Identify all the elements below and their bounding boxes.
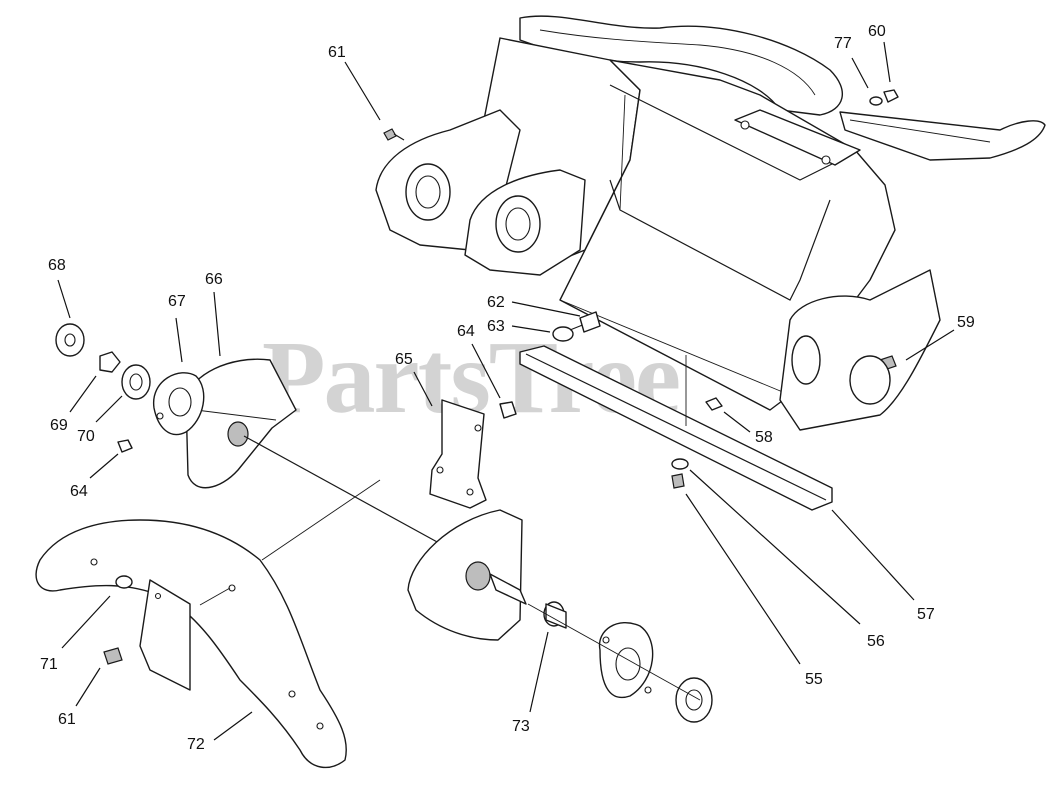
auger-housing [459,15,1046,431]
callout-59: 59 [905,314,975,361]
impeller-blade-72 [35,519,347,769]
callout-label: 60 [868,23,886,40]
callout-label: 66 [205,271,223,288]
callout-68: 68 [48,257,71,319]
washer-68 [55,323,85,357]
carriage-bolt-63 [552,311,601,342]
auger-shaft [243,435,471,561]
nut-69 [99,351,121,373]
callout-61-top: 61 [328,44,381,121]
callout-61-bottom: 61 [58,667,101,728]
bearing-ring-right [675,677,713,723]
callout-62: 62 [487,294,581,317]
callout-label: 64 [70,483,88,500]
callout-56: 56 [689,469,885,650]
callout-label: 58 [755,429,773,446]
callout-63: 63 [487,318,551,335]
callout-label: 61 [58,711,76,728]
leader-shaft-right [527,603,701,701]
callout-label: 65 [395,351,413,368]
nut-64-left [117,439,133,453]
callout-67: 67 [168,293,186,363]
washer-56 [671,458,689,470]
auger-bearing-left [185,358,297,489]
flange-plate-right [598,621,654,699]
flange-bearing-67 [153,372,205,436]
bracket-71 [115,575,191,691]
callout-label: 61 [328,44,346,61]
scraper-bar-57 [519,345,833,511]
screw-55 [671,473,685,489]
callout-label: 70 [77,428,95,445]
callout-label: 57 [917,606,935,623]
side-plate-inner [464,169,586,276]
callout-69: 69 [50,375,97,434]
callout-label: 77 [834,35,852,52]
callout-label: 67 [168,293,186,310]
bearing-70 [121,364,151,400]
nut-64-right [499,401,517,419]
callout-58: 58 [723,411,773,446]
callout-77: 77 [834,35,869,89]
bolt-61-bottom [103,647,123,665]
callout-70: 70 [77,395,123,445]
callout-label: 69 [50,417,68,434]
leader-shaft-left [261,479,381,561]
callout-label: 68 [48,257,66,274]
callout-71: 71 [40,595,111,673]
washer-77 [869,96,883,106]
callout-65: 65 [395,351,433,407]
callout-label: 62 [487,294,505,311]
callout-72: 72 [187,711,253,753]
callout-label: 72 [187,736,205,753]
bolt-61-top [383,128,405,141]
leader-shaft-mid [199,587,231,606]
callout-73: 73 [512,631,549,735]
callout-label: 73 [512,718,530,735]
callout-57: 57 [831,509,935,623]
callout-60: 60 [868,23,891,83]
callout-64-left: 64 [70,453,119,500]
auger-bearing-right [407,509,527,641]
callout-label: 55 [805,671,823,688]
callout-label: 56 [867,633,885,650]
nut-60 [883,89,899,103]
callout-64-mid: 64 [457,323,501,399]
callout-label: 59 [957,314,975,331]
callout-label: 71 [40,656,58,673]
callout-55: 55 [685,493,823,688]
bracket-65 [429,399,487,509]
callout-66: 66 [205,271,223,357]
callout-label: 63 [487,318,505,335]
bolt-59 [849,355,897,405]
callout-label: 64 [457,323,475,340]
